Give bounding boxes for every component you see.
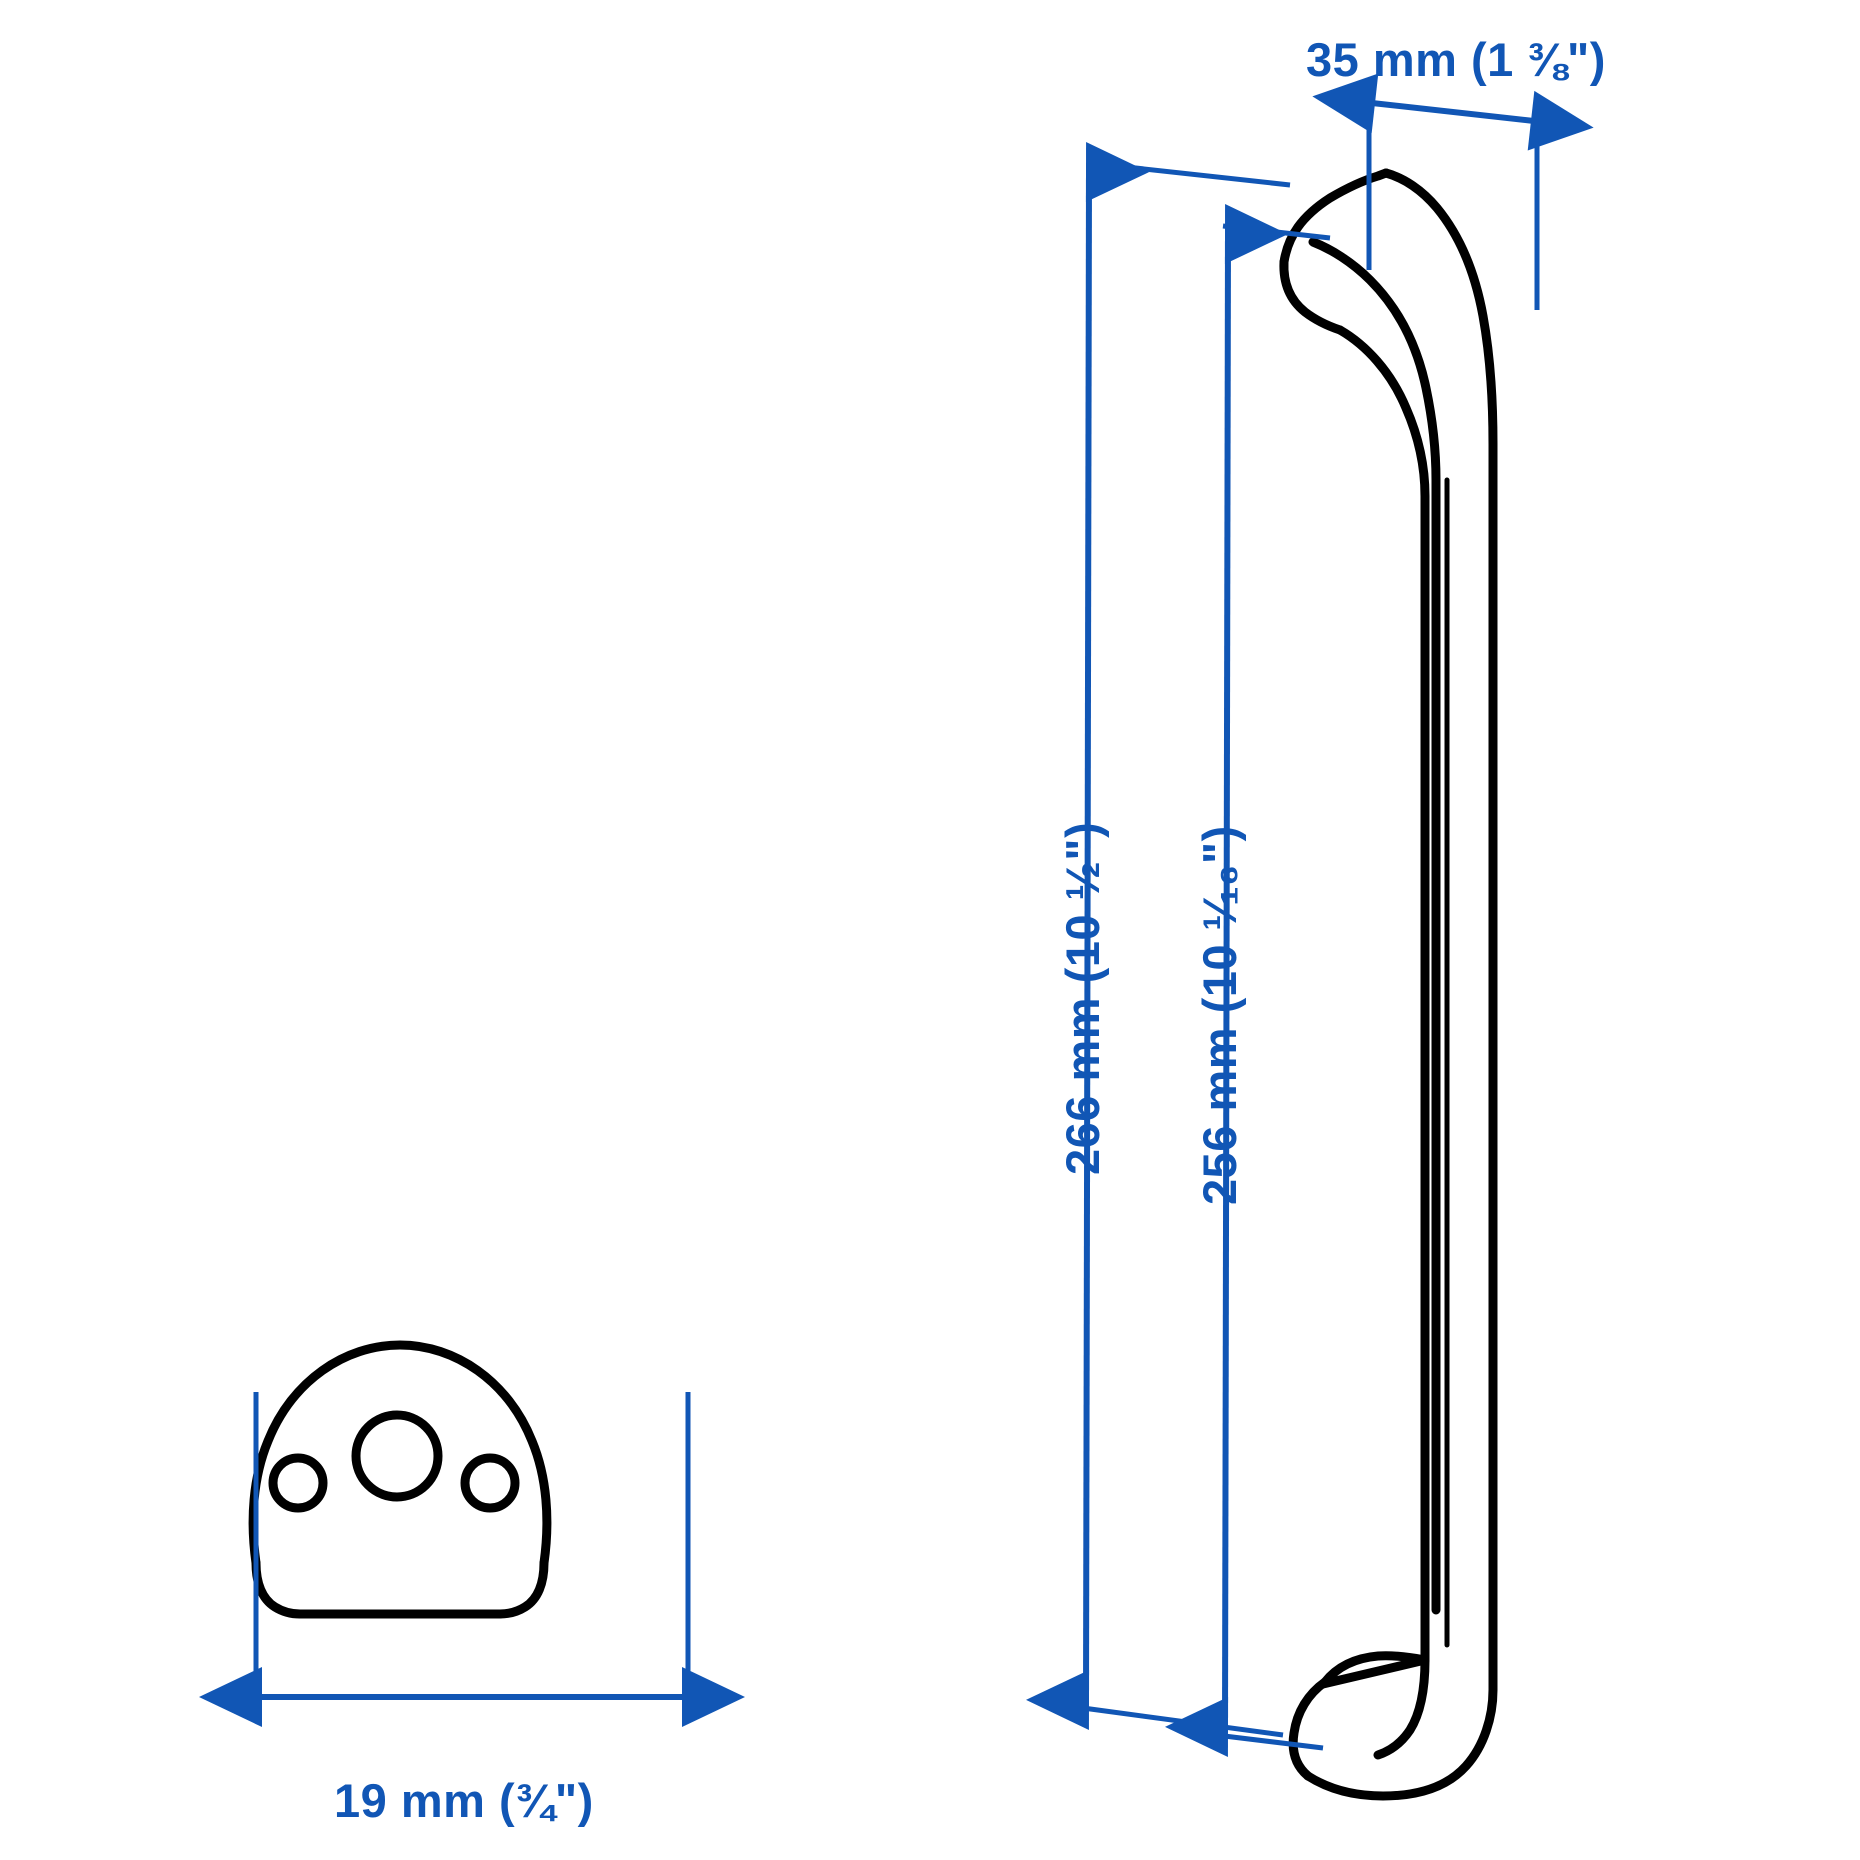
ext-line-266-bottom — [1082, 1705, 1284, 1738]
handle-side-view — [1279, 168, 1498, 1801]
dimension-width-top — [1312, 73, 1594, 310]
small-hole-left — [268, 1453, 328, 1513]
dim-label-width-top: 35 mm (1 ⅜") — [1306, 33, 1606, 86]
dim-arrow-width-top — [1312, 73, 1594, 151]
dimension-length-overall — [1026, 141, 1291, 1738]
dim-arrow-266 — [1026, 141, 1149, 1731]
handle-foot-bottom-edge — [1303, 1633, 1498, 1801]
handle-outer-right-edge — [1381, 168, 1498, 1643]
cross-section-dome — [248, 1340, 552, 1568]
dim-label-length-center: 256 mm (10 ¹⁄₁₆") — [1193, 825, 1246, 1205]
handle-foot-inner-fold — [1373, 1655, 1430, 1760]
dim-arrow-256 — [1165, 203, 1288, 1758]
cross-section-right-corner — [495, 1558, 549, 1619]
dimension-profile-width — [199, 1392, 745, 1727]
handle-foot-top-left — [1320, 1651, 1430, 1687]
dim-label-profile-width: 19 mm (¾") — [334, 1774, 594, 1827]
large-hole-center — [351, 1410, 443, 1502]
handle-foot-left-end — [1288, 1677, 1330, 1781]
ext-line-266-top — [1089, 160, 1291, 188]
handle-inner-ridge-line — [1308, 237, 1441, 1615]
handle-foot-top-ridge — [1318, 1655, 1430, 1689]
cross-section-left-corner — [251, 1558, 305, 1619]
dim-label-length-overall: 266 mm (10 ½") — [1056, 821, 1109, 1175]
cross-section-holes — [268, 1410, 520, 1513]
small-hole-right — [460, 1453, 520, 1513]
handle-top-nose-lip — [1279, 257, 1345, 335]
cross-section-view — [248, 1340, 552, 1619]
ext-line-256-top — [1222, 223, 1331, 241]
ext-line-256-bottom — [1215, 1732, 1324, 1751]
dimension-length-center — [1165, 203, 1331, 1758]
handle-front-face-left-edge — [1335, 325, 1430, 1665]
